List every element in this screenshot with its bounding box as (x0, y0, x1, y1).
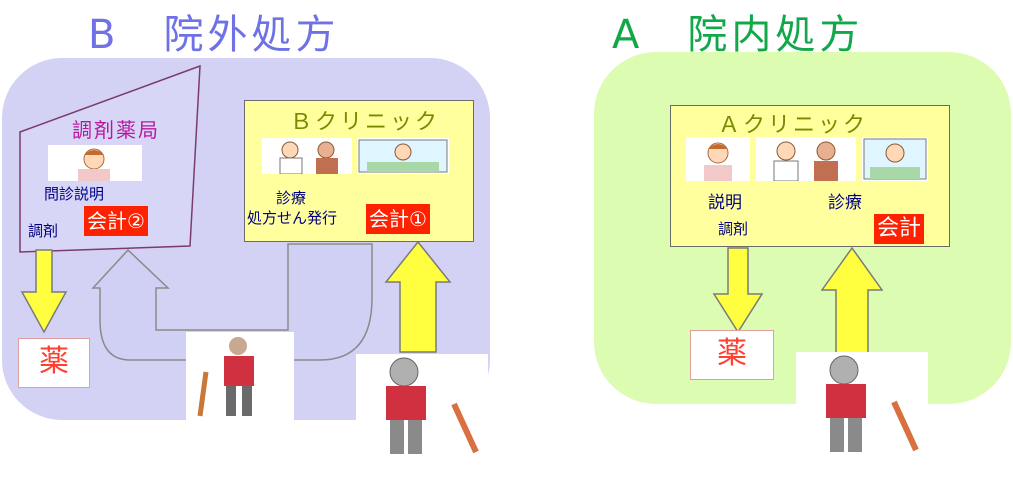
medicine-box-b: 薬 (18, 338, 90, 388)
pharmacist-illustration (48, 145, 142, 181)
clinic-a-name: Ａクリニック (718, 113, 869, 138)
down-arrow-a (712, 247, 764, 334)
clinic-a-explain-label: 説明 (708, 193, 742, 213)
clinic-b-exam-label: 診療 (276, 189, 307, 207)
clinic-a-dispense-label: 調剤 (718, 220, 749, 238)
elderly-patient-walking-illustration (356, 354, 488, 458)
inside-prescription-title: A 院内処方 (612, 12, 864, 58)
pharmacy-name: 調剤薬局 (72, 118, 160, 142)
doctor-exam-illustration-a (756, 137, 856, 182)
up-arrow-a (820, 246, 884, 357)
up-arrow-b (384, 240, 452, 353)
pharmacy-consult-label: 問診説明 (44, 185, 105, 203)
clinic-a-exam-label: 診療 (828, 193, 862, 213)
clinic-b-name: Ｂクリニック (290, 110, 441, 135)
clinic-b-payment-badge: 会計① (366, 204, 430, 234)
down-arrow-b (20, 249, 68, 334)
elderly-patient-walking-illustration-a (796, 352, 928, 456)
pharmacy-dispense-label: 調剤 (28, 222, 59, 240)
clinic-b-rx-issue-label: 処方せん発行 (247, 209, 338, 227)
elderly-patient-illustration (186, 332, 294, 420)
pharmacy-payment-badge: 会計② (84, 206, 148, 236)
u-turn-arrow (91, 243, 373, 361)
clinic-a-payment-badge: 会計 (874, 214, 925, 244)
reception-nurse-illustration (357, 138, 449, 174)
reception-nurse-illustration-a (862, 137, 928, 181)
doctor-exam-illustration (262, 138, 352, 175)
outside-prescription-title: B 院外処方 (88, 12, 340, 58)
medicine-box-a: 薬 (690, 330, 774, 380)
pharmacist-illustration-a (686, 137, 750, 181)
